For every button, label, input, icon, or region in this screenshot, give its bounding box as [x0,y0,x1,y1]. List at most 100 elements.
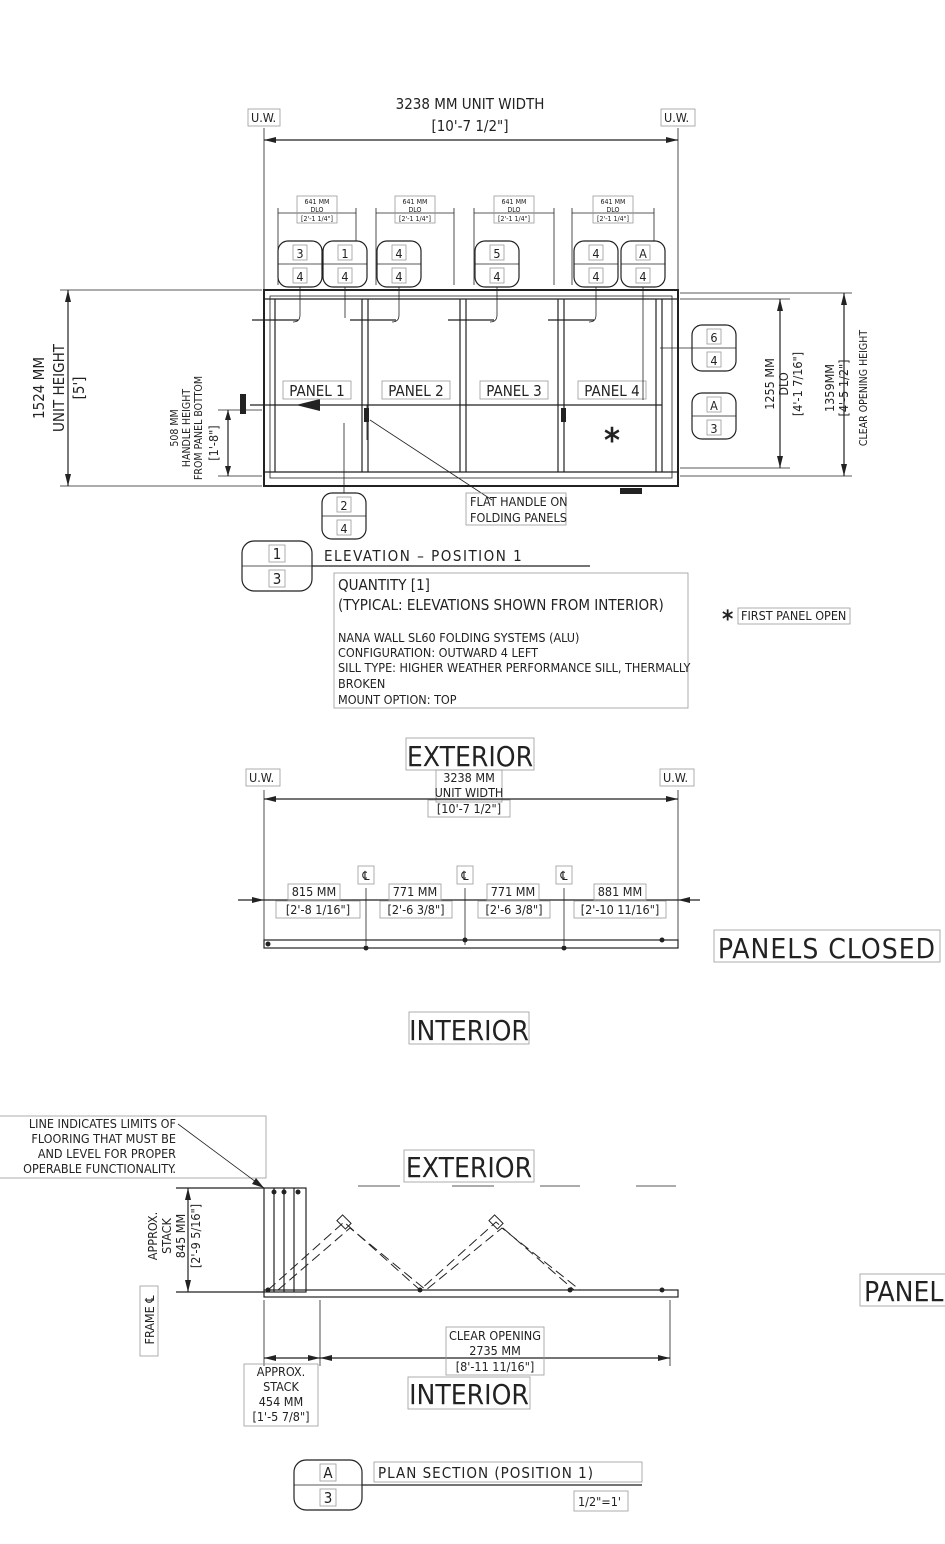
clear-opening-mm: 2735 MM [469,1343,521,1358]
cl-mark-1: ℄ [361,868,370,883]
unit-height-in: [5'] [70,377,88,400]
panel-1-label: PANEL 1 [289,382,344,400]
clear-opening-label: CLEAR OPENING [449,1328,541,1343]
notes-block: QUANTITY [1] (TYPICAL: ELEVATIONS SHOWN … [333,572,691,709]
closed-width-label: UNIT WIDTH [435,785,504,800]
svg-text:4: 4 [341,269,348,284]
closed-interior-label: INTERIOR [409,1014,529,1047]
dlo-label-2: DLO [408,206,421,214]
closed-dim-1-mm: 815 MM [292,884,336,899]
plan-section-view: LINE INDICATES LIMITS OF FLOORING THAT M… [0,1115,945,1427]
dlo-in-4: [2'-1 1/4"] [597,215,629,223]
cl-mark-2: ℄ [460,868,469,883]
svg-text:4: 4 [592,246,599,261]
svg-text:4: 4 [493,269,500,284]
panel-2-label: PANEL 2 [388,382,443,400]
first-panel-open-star: * [604,421,620,461]
stack-h-1: APPROX. [257,1364,305,1379]
tag-6-4: 6 4 [691,324,737,372]
tag-5-4: 5 4 [474,240,520,288]
dlo-label-3: DLO [507,206,520,214]
handle-mm: 508 MM [169,409,181,446]
stack-v-2: STACK [159,1218,174,1254]
svg-text:6: 6 [710,330,717,345]
plan-exterior-label: EXTERIOR [406,1151,532,1184]
stack-h-2: STACK [263,1379,299,1394]
svg-text:3: 3 [296,246,303,261]
flooring-note-1: LINE INDICATES LIMITS OF [29,1116,176,1131]
dlo-h-in: [4'-1 7/16"] [790,352,805,416]
tag-3-4: 3 4 [277,240,323,288]
svg-text:2: 2 [340,498,347,513]
tag-1-4: 1 4 [322,240,368,288]
plan-scale: 1/2"=1' [578,1494,621,1509]
tag-a-4: A 4 [620,240,666,288]
stack-h-4: [1'-5 7/8"] [252,1409,309,1424]
dlo-in-1: [2'-1 1/4"] [301,215,333,223]
star-icon: * [722,605,733,633]
panel-3-label: PANEL 3 [486,382,541,400]
panel-labels: PANEL 1 PANEL 2 PANEL 3 PANEL 4 [282,380,647,400]
elevation-view: U.W. U.W. 3238 MM UNIT WIDTH [10'-7 1/2"… [30,95,870,540]
note-line-3: SILL TYPE: HIGHER WEATHER PERFORMANCE SI… [338,660,691,675]
closed-width-mm: 3238 MM [443,770,495,785]
flooring-note-3: AND LEVEL FOR PROPER [38,1146,176,1161]
svg-text:4: 4 [340,521,347,536]
unit-height-label: UNIT HEIGHT [50,343,68,432]
star-note-text: FIRST PANEL OPEN [741,608,846,623]
svg-text:1: 1 [341,246,348,261]
note-quantity: QUANTITY [1] [338,576,430,594]
handle-label-1: HANDLE HEIGHT [181,389,193,467]
closed-dim-4-mm: 881 MM [598,884,642,899]
closed-dim-3-mm: 771 MM [491,884,535,899]
panel-dividers [274,299,663,472]
panel-4-label: PANEL 4 [584,382,639,400]
panel-tags: 3 4 1 4 4 4 [277,240,737,540]
plan-tag-bottom: 3 [324,1489,333,1507]
plan-right-panel-label: PANEL [864,1275,943,1308]
dlo-h-label: DLO [776,372,791,395]
cl-mark-3: ℄ [559,868,568,883]
dlo-mm-2: 641 MM [403,198,428,206]
plan-title-block: A 3 PLAN SECTION (POSITION 1) 1/2"=1' [293,1459,643,1512]
stack-h-3: 454 MM [259,1394,303,1409]
svg-text:4: 4 [296,269,303,284]
elevation-title-block: 1 3 ELEVATION – POSITION 1 [241,540,590,592]
closed-width-in: [10'-7 1/2"] [437,801,501,816]
dlo-label-4: DLO [606,206,619,214]
flooring-note-2: FLOORING THAT MUST BE [31,1131,176,1146]
tag-2-4: 2 4 [321,492,367,540]
elevation-tag-bottom: 3 [273,570,282,588]
dlo-label-1: DLO [310,206,323,214]
stack-v-1: APPROX. [145,1212,160,1260]
uw-left-label: U.W. [251,110,276,125]
svg-text:3: 3 [710,421,717,436]
note-line-2: CONFIGURATION: OUTWARD 4 LEFT [338,645,538,660]
panels-closed-label: PANELS CLOSED [718,932,936,965]
svg-text:4: 4 [395,269,402,284]
svg-text:4: 4 [639,269,646,284]
unit-width-in: [10'-7 1/2"] [431,117,508,135]
frame-cl-label: FRAME ℄ [142,1295,157,1345]
note-line-4: BROKEN [338,676,385,691]
svg-text:4: 4 [395,246,402,261]
flat-handle-line-2: FOLDING PANELS [470,510,567,525]
stack-v-4: [2'-9 5/16"] [188,1204,203,1268]
unit-width-mm: 3238 MM UNIT WIDTH [396,95,545,113]
clear-h-mm: 1359MM [822,364,837,412]
closed-dim-4-in: [2'-10 11/16"] [581,902,660,917]
panels-closed-view: EXTERIOR U.W. U.W. 3238 MM UNIT WIDTH [1… [238,737,941,1047]
closed-uw-right: U.W. [663,770,688,785]
closed-exterior-label: EXTERIOR [407,740,533,773]
svg-text:5: 5 [493,246,500,261]
note-line-1: NANA WALL SL60 FOLDING SYSTEMS (ALU) [338,630,579,645]
plan-interior-label: INTERIOR [409,1378,529,1411]
tag-4-4-b: 4 4 [573,240,619,288]
plan-tag-top: A [323,1464,333,1482]
dlo-in-3: [2'-1 1/4"] [498,215,530,223]
clear-h-in: [4'-5 1/2"] [836,359,851,416]
closed-dim-2-mm: 771 MM [393,884,437,899]
clear-opening-in: [8'-11 11/16"] [456,1359,535,1374]
stack-v-3: 845 MM [173,1214,188,1258]
